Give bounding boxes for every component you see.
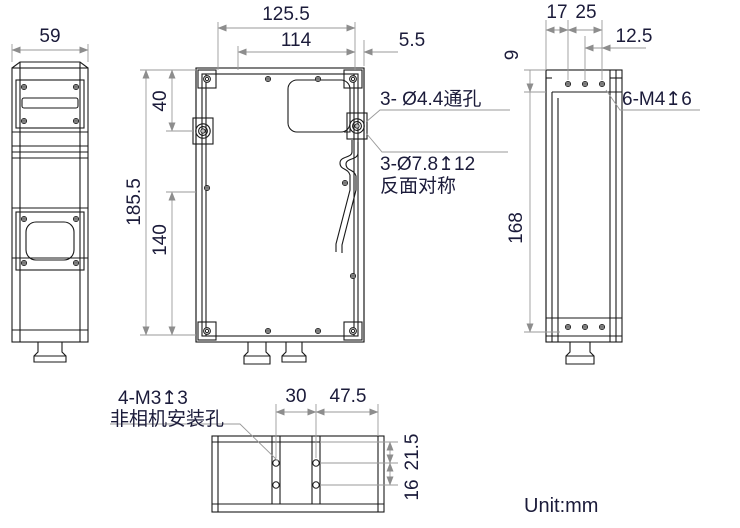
dim-front-top-hole-offset: 40	[150, 90, 171, 111]
callout-m3-thread: 4-M3↥3	[118, 388, 188, 409]
dim-front-edge-offset: 5.5	[399, 30, 425, 51]
dim-front-hole-span-height: 140	[150, 224, 171, 256]
dim-front-overall-width: 125.5	[262, 4, 310, 25]
dim-bottom-21-5: 21.5	[402, 434, 423, 471]
callout-through-hole: 3- Ø4.4通孔	[380, 88, 481, 110]
unit-note: Unit:mm	[524, 495, 598, 517]
callout-m4-thread: 6-M4↥6	[622, 89, 692, 110]
dim-right-17: 17	[546, 2, 567, 23]
dim-right-12-5: 12.5	[616, 26, 653, 47]
front-view: 125.5 114 5.5 185.5 40 140 3- Ø4.4通孔 3-Ø…	[124, 4, 510, 365]
dim-left-width: 59	[39, 26, 60, 47]
dim-bottom-30: 30	[285, 386, 306, 407]
dim-right-25: 25	[575, 2, 596, 23]
dim-bottom-16: 16	[402, 479, 423, 500]
right-side-view: 17 25 12.5 9 168 6-M4↥6	[502, 2, 700, 365]
callout-m3-thread-note: 非相机安装孔	[110, 408, 224, 430]
dim-right-9: 9	[502, 50, 523, 61]
dim-bottom-47-5: 47.5	[330, 386, 367, 407]
dim-right-168: 168	[506, 212, 527, 244]
bottom-view: 30 47.5 21.5 16 4-M3↥3 非相机安装孔	[110, 386, 423, 513]
dim-front-hole-span-width: 114	[281, 30, 312, 51]
callout-counterbore: 3-Ø7.8↥12	[380, 154, 475, 175]
dim-front-overall-height: 185.5	[124, 178, 145, 226]
left-side-view: 59	[11, 26, 89, 363]
callout-counterbore-note: 反面对称	[380, 175, 456, 197]
